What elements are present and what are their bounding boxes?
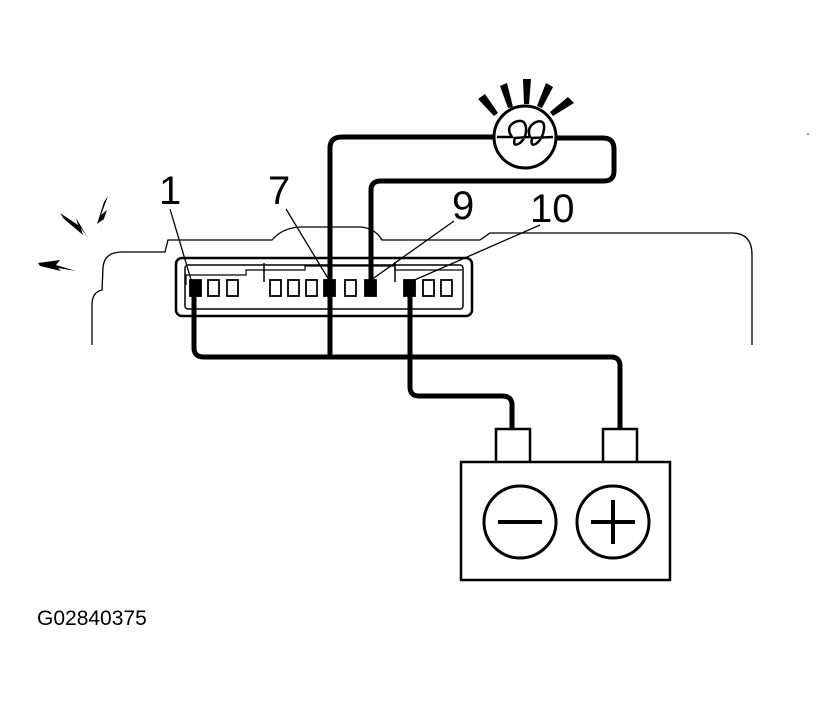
figure-id: G02840375 [37,607,147,630]
leader-pin-9 [370,220,455,281]
wire-pin9-to-bulb [368,135,617,293]
bulb-filament [497,119,554,146]
pin-labels: 1 7 9 10 [159,169,575,231]
wiring-harness [191,134,623,435]
pin-11 [422,279,435,297]
leader-pin-10 [409,224,541,283]
spark-icon-2 [97,196,108,233]
pin-4 [269,279,282,297]
module-housing-outline [91,226,753,345]
pin-label-9: 9 [452,184,474,228]
pin-8 [344,279,357,297]
battery [459,427,672,582]
pin-5 [287,279,300,297]
leader-lines [169,208,541,284]
pin-12 [440,279,453,297]
pin-2 [207,279,220,297]
test-bulb [478,79,574,170]
spark-icon-1 [60,213,88,238]
pin-label-7: 7 [268,169,290,213]
leader-pin-7 [285,208,330,281]
leader-pin-1 [169,208,193,284]
battery-terminal-positive [601,427,639,465]
spark-icon-3 [38,260,76,271]
spark-icons [38,196,108,271]
wire-pin10-to-battery-negative [407,287,515,435]
stray-mark [807,133,809,135]
pin-6 [305,279,318,297]
wire-pin7-to-bulb [327,134,497,293]
pin-label-10: 10 [530,187,575,231]
battery-terminal-negative [494,427,532,465]
pin-label-1: 1 [159,169,181,213]
pin-3 [226,279,239,297]
light-ray-icons [478,79,574,116]
